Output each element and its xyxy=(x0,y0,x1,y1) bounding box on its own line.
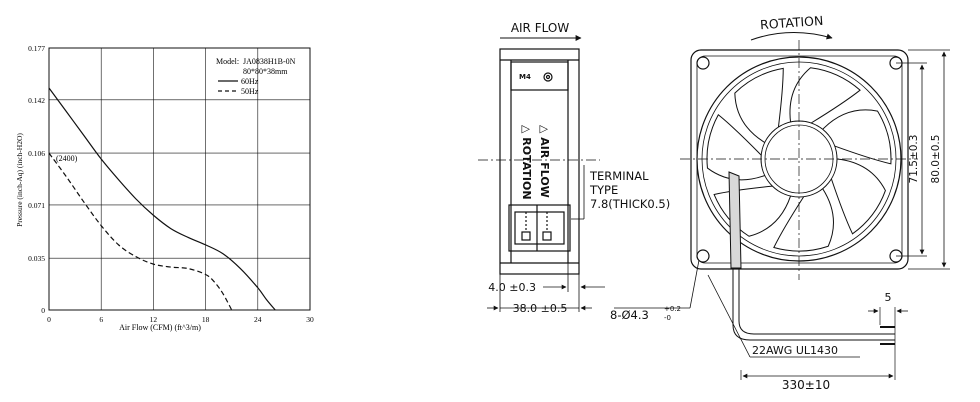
terminal-inner xyxy=(514,211,565,245)
rotation-label: ROTATION xyxy=(760,13,824,32)
ground-screw-icon xyxy=(543,72,553,82)
x-tick-labels: 0 6 12 18 24 30 xyxy=(47,315,314,324)
fan-frame-outer xyxy=(690,49,909,270)
fan-blade xyxy=(773,188,834,252)
hole-dim-sub: -0 xyxy=(664,314,671,322)
fan-front-view: ROTATION 71.5±0.3 80.0±0.5 8-Ø4.3 xyxy=(610,13,950,392)
dim-38-text: 38.0 ±0.5 xyxy=(513,302,568,315)
legend-model-label: Model: xyxy=(216,57,239,66)
m4-label: M4 xyxy=(519,73,531,81)
fan-side-view: AIR FLOW M4 △ AIR FLOW △ ROTATION 4.0 ±0… xyxy=(478,21,670,315)
label-plate xyxy=(510,61,569,91)
x-axis-label: Air Flow (CFM) (ft^3/m) xyxy=(119,323,201,332)
y-tick-label: 0.106 xyxy=(28,149,45,158)
lead-wire-2 xyxy=(738,268,895,335)
legend-label-60hz: 60Hz xyxy=(241,77,259,86)
x-tick-label: 0 xyxy=(47,315,51,324)
hole-dim-sup: +0.2 xyxy=(664,305,681,313)
x-tick-label: 12 xyxy=(150,315,158,324)
wire-channel xyxy=(728,171,742,269)
fan-blade xyxy=(734,67,784,143)
y-tick-label: 0.142 xyxy=(28,96,45,105)
fan-venturi xyxy=(696,56,902,262)
fan-blade xyxy=(789,67,861,124)
dim-5-text: 5 xyxy=(885,291,892,304)
dim-330-text: 330±10 xyxy=(782,378,830,392)
terminal-pin-right xyxy=(542,231,552,241)
y-tick-label: 0 xyxy=(41,306,45,315)
chart-series xyxy=(48,87,276,311)
fan-blade xyxy=(830,158,886,235)
terminal-text-1: TERMINAL xyxy=(589,169,649,183)
hole-leader-a xyxy=(689,259,700,309)
side-rotation-text: △ ROTATION xyxy=(520,125,533,200)
series-line-60hz xyxy=(48,87,276,311)
wire-leader xyxy=(707,274,751,358)
dim-80-text: 80.0±0.5 xyxy=(930,135,942,184)
terminal-text-2: TYPE xyxy=(589,183,618,197)
y-tick-label: 0.035 xyxy=(28,254,45,263)
ground-screw-center xyxy=(545,74,551,80)
y-tick-label: 0.177 xyxy=(28,44,45,53)
mount-hole-tl xyxy=(696,56,710,70)
x-tick-label: 30 xyxy=(306,315,314,324)
fan-blade xyxy=(706,114,765,181)
mount-hole-bl xyxy=(696,249,710,263)
rotation-arrow xyxy=(750,32,833,41)
wire-spec-text: 22AWG UL1430 xyxy=(752,344,838,357)
x-tick-label: 24 xyxy=(254,315,262,324)
dim-71-text: 71.5±0.3 xyxy=(908,135,920,184)
legend-model-size: 80*80*38mm xyxy=(243,67,288,76)
dim-4-0-text: 4.0 ±0.3 xyxy=(488,281,536,294)
plot-frame xyxy=(48,47,311,311)
x-tick-label: 18 xyxy=(202,315,210,324)
y-tick-label: 0.071 xyxy=(28,201,45,210)
side-air-flow-text: △ AIR FLOW xyxy=(538,125,551,198)
fan-blades xyxy=(706,67,892,252)
chart-legend: Model: JA0838H1B-0N 80*80*38mm 60Hz 50Hz xyxy=(216,57,296,96)
y-tick-labels: 0 0.035 0.071 0.106 0.142 0.177 xyxy=(28,44,45,315)
side-housing xyxy=(499,48,580,275)
hole-dim-text: 8-Ø4.3 xyxy=(610,308,649,322)
chart-grid xyxy=(48,47,311,311)
legend-model-name: JA0838H1B-0N xyxy=(243,57,296,66)
legend-label-50hz: 50Hz xyxy=(241,87,259,96)
terminal-block xyxy=(508,204,571,252)
terminal-pin-left xyxy=(521,231,531,241)
fan-blade xyxy=(822,109,892,165)
speed-annotation: (2400) xyxy=(56,154,78,163)
series-line-50hz xyxy=(48,152,233,311)
terminal-text-3: 7.8(THICK0.5) xyxy=(590,197,670,211)
fan-blade xyxy=(713,185,792,237)
lead-wire-1 xyxy=(732,268,895,341)
y-axis-label: Pressure (inch-Aq) (inch-H2O) xyxy=(15,133,24,227)
x-tick-label: 6 xyxy=(99,315,103,324)
air-flow-label: AIR FLOW xyxy=(511,21,570,35)
pq-curve-chart: 0 0.035 0.071 0.106 0.142 0.177 0 6 12 18 24 30 Ai… xyxy=(15,44,314,332)
